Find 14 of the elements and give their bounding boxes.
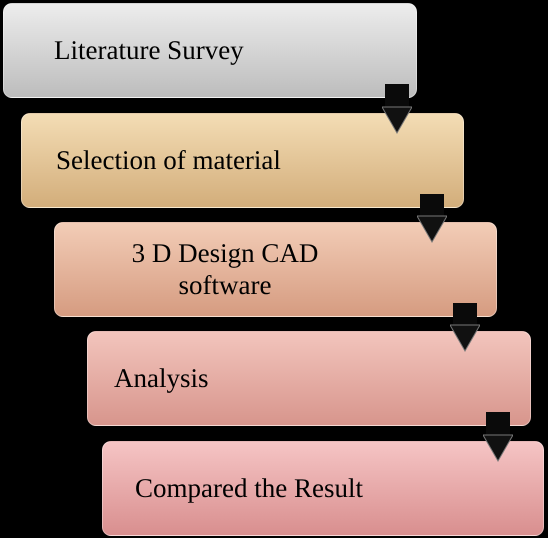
down-arrow xyxy=(450,303,480,352)
process-box xyxy=(87,331,531,426)
step-label: Analysis xyxy=(114,362,210,394)
process-box xyxy=(21,113,464,208)
down-arrow xyxy=(382,84,412,134)
process-box xyxy=(3,3,417,98)
step-label: Literature Survey xyxy=(54,34,245,66)
step-label: 3 D Design CAD software xyxy=(130,238,320,301)
down-arrow xyxy=(416,194,448,242)
step-label: Selection of material xyxy=(56,144,282,176)
down-arrow xyxy=(482,412,514,462)
process-box xyxy=(102,441,544,536)
step-label: Compared the Result xyxy=(135,472,364,504)
process-box xyxy=(54,222,497,317)
